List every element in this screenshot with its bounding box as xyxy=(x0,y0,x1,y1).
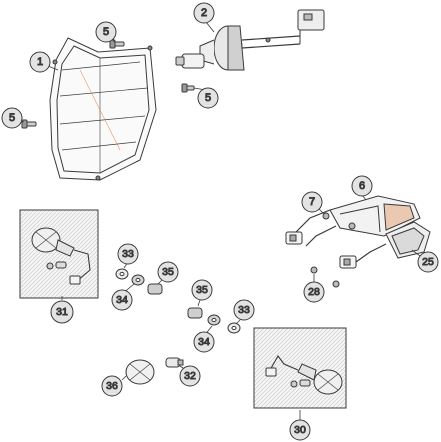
svg-text:36: 36 xyxy=(106,380,118,392)
screw-plate xyxy=(310,266,340,288)
turn-signal-front xyxy=(31,227,91,285)
callout-35b: 35 xyxy=(191,279,213,301)
nut-34b xyxy=(207,314,221,326)
svg-text:31: 31 xyxy=(56,306,68,318)
svg-text:5: 5 xyxy=(9,112,15,124)
svg-text:33: 33 xyxy=(238,304,250,316)
callout-34a: 34 xyxy=(111,289,133,311)
svg-text:32: 32 xyxy=(184,370,196,382)
screw-tail-1 xyxy=(322,212,356,230)
svg-text:34: 34 xyxy=(198,336,210,348)
callout-2: 2 xyxy=(193,2,215,24)
svg-text:5: 5 xyxy=(205,92,211,104)
lens-36 xyxy=(125,359,155,385)
nut-34a xyxy=(131,274,145,286)
callout-6: 6 xyxy=(351,175,373,197)
svg-text:35: 35 xyxy=(196,284,208,296)
bulb-32 xyxy=(165,357,184,368)
callout-36: 36 xyxy=(101,375,123,397)
callout-28: 28 xyxy=(303,281,325,303)
svg-text:2: 2 xyxy=(201,7,207,19)
screw-top xyxy=(109,39,125,49)
callout-1: 1 xyxy=(29,51,51,73)
svg-text:34: 34 xyxy=(116,294,128,306)
headlamp-mask xyxy=(49,37,157,181)
callout-34b: 34 xyxy=(193,331,215,353)
callout-35a: 35 xyxy=(157,261,179,283)
callout-5c: 5 xyxy=(197,87,219,109)
callout-33a: 33 xyxy=(117,243,139,265)
callout-5a: 5 xyxy=(95,21,117,43)
svg-text:5: 5 xyxy=(103,26,109,38)
callout-33b: 33 xyxy=(233,299,255,321)
callout-30: 30 xyxy=(289,419,311,441)
screw-left xyxy=(21,119,37,129)
grommet-35b xyxy=(187,307,203,319)
svg-text:30: 30 xyxy=(294,424,306,436)
washer-33a xyxy=(115,268,129,280)
callout-31: 31 xyxy=(50,300,74,324)
license-plate-lamp xyxy=(339,221,431,269)
callout-5b: 5 xyxy=(1,107,23,129)
washer-33b xyxy=(227,322,241,334)
svg-text:1: 1 xyxy=(37,56,43,68)
svg-text:6: 6 xyxy=(359,180,365,192)
svg-text:35: 35 xyxy=(162,266,174,278)
svg-text:33: 33 xyxy=(122,248,134,260)
callout-25: 25 xyxy=(417,251,439,273)
turn-signal-rear xyxy=(265,355,343,395)
grommet-35a xyxy=(147,283,163,295)
callout-32: 32 xyxy=(179,365,201,387)
screw-socket xyxy=(181,83,195,93)
callout-7: 7 xyxy=(301,191,323,213)
headlight-socket xyxy=(175,9,325,71)
svg-text:28: 28 xyxy=(308,286,320,298)
svg-text:7: 7 xyxy=(309,196,315,208)
svg-text:25: 25 xyxy=(422,256,434,268)
